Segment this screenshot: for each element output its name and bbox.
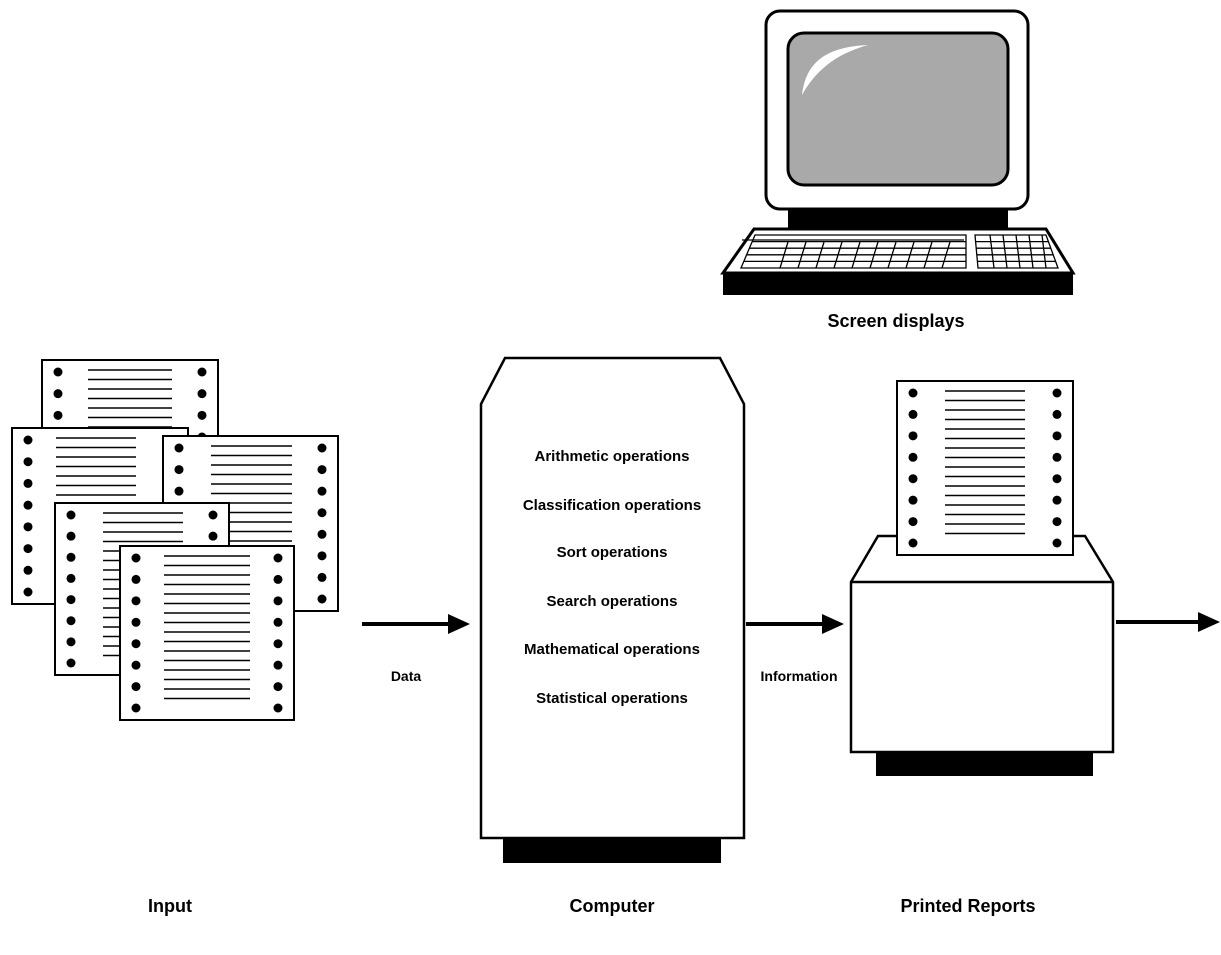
data-arrow (362, 614, 470, 634)
screen-displays-caption: Screen displays (827, 311, 964, 331)
mainframe-cabinet-icon (479, 356, 746, 863)
punched-card-stack-icon (11, 359, 339, 721)
operation-item: Search operations (547, 593, 678, 610)
information-flow-label: Information (761, 668, 838, 684)
operation-item: Arithmetic operations (534, 448, 689, 465)
operation-item: Sort operations (557, 544, 668, 561)
computer-caption: Computer (570, 896, 655, 916)
printed-reports-caption: Printed Reports (900, 896, 1035, 916)
form-sheet (896, 380, 1074, 556)
input-caption: Input (148, 896, 192, 916)
operation-item: Mathematical operations (524, 641, 700, 658)
data-flow-label: Data (391, 668, 422, 684)
operation-item: Statistical operations (536, 690, 688, 707)
form-sheet (119, 545, 295, 721)
operation-item: Classification operations (523, 497, 701, 514)
output-arrow (1116, 612, 1220, 632)
information-arrow (746, 614, 844, 634)
crt-terminal-icon (720, 9, 1076, 295)
computer-operations-list: Arithmetic operations Classification ope… (523, 448, 701, 707)
printer-icon (849, 380, 1115, 776)
